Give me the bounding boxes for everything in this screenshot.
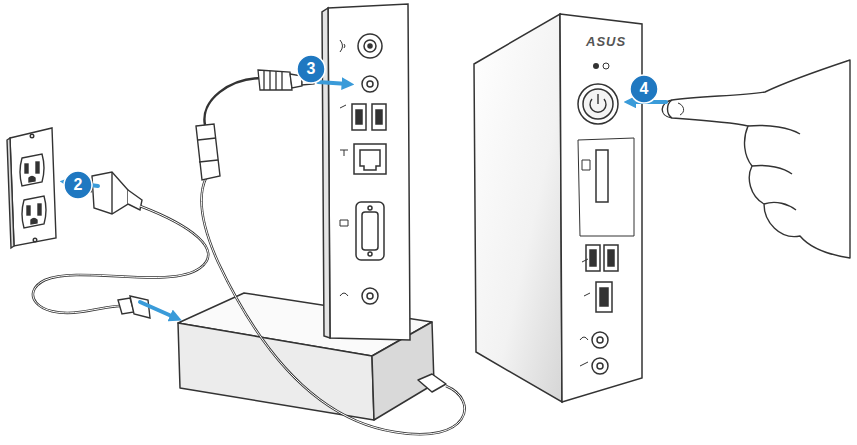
pressing-hand xyxy=(662,60,850,258)
adapter-connector xyxy=(118,296,150,318)
callout-number: 3 xyxy=(296,54,326,84)
ac-cord xyxy=(33,206,208,313)
pc-front xyxy=(474,14,642,402)
callout-number: 4 xyxy=(629,74,659,104)
ac-cord-inner xyxy=(33,206,208,313)
callout-circle: 3 xyxy=(296,54,326,84)
brand-logo: ASUS xyxy=(586,34,626,49)
callout-circle-shape xyxy=(64,171,92,199)
pc-back xyxy=(322,4,410,340)
wall-outlet xyxy=(7,128,56,248)
callout-circle-shape xyxy=(297,55,325,83)
callout-circle: 4 xyxy=(629,74,659,104)
callout-circle: 2 xyxy=(63,170,93,200)
dc-cord-upper xyxy=(204,78,262,125)
callout-circle-shape xyxy=(630,75,658,103)
action-arrow xyxy=(66,82,666,318)
ferrite-bead xyxy=(196,124,220,180)
callout-number: 2 xyxy=(63,170,93,200)
